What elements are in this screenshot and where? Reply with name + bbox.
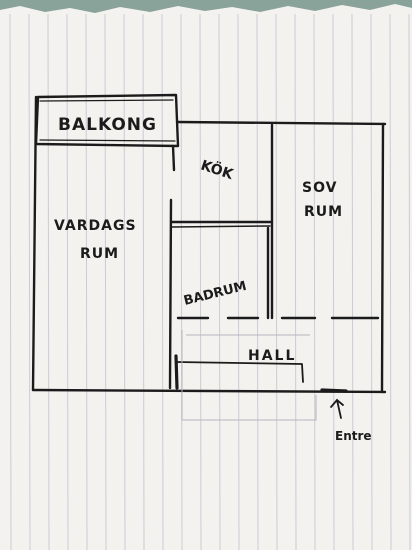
rule-line [47,13,50,550]
kitchen-bath-wall-2 [171,225,271,228]
paper-sheet [0,4,412,550]
rule-line [275,13,278,550]
rule-line [237,13,240,550]
entry-arrow-icon [330,398,344,419]
pencil-guides [181,330,317,421]
rule-line [104,13,107,550]
rule-line [180,13,183,550]
rule-line [370,13,373,550]
kitchen-wall-left [171,144,176,172]
rule-line [332,13,335,550]
balcony-box [34,93,180,148]
rule-line [161,13,164,550]
rule-line [66,13,69,550]
rule-line [28,13,31,550]
rule-line [294,13,297,550]
label-hall: HALL [248,348,296,364]
balcony-inner-line-2 [39,139,176,142]
ruled-lines [9,13,411,550]
label-sovrum-1: SOV [302,180,337,196]
rule-line [256,13,259,550]
rule-line [389,13,392,550]
hall-mark [174,354,179,390]
outer-wall-left [31,95,38,392]
rule-line [85,13,88,550]
rule-line [123,13,126,550]
kitchen-wall-lower [168,198,173,390]
outer-wall-right [380,122,385,394]
rule-line [142,13,145,550]
label-sovrum-2: RUM [304,204,343,220]
label-balkong: BALKONG [58,115,157,135]
rule-line [408,13,411,550]
label-vardagsrum-2: RUM [80,246,119,262]
rule-line [218,13,221,550]
balcony-inner-line [39,99,174,102]
rule-line [199,13,202,550]
outer-wall-top [176,120,387,126]
entry-door-mark [320,388,348,393]
rule-line [313,13,316,550]
label-entre: Entre [335,429,372,443]
rule-line [351,13,354,550]
label-vardagsrum-1: VARDAGS [54,218,137,234]
rule-line [9,13,12,550]
hall-bench [175,361,304,383]
walls [31,93,387,394]
